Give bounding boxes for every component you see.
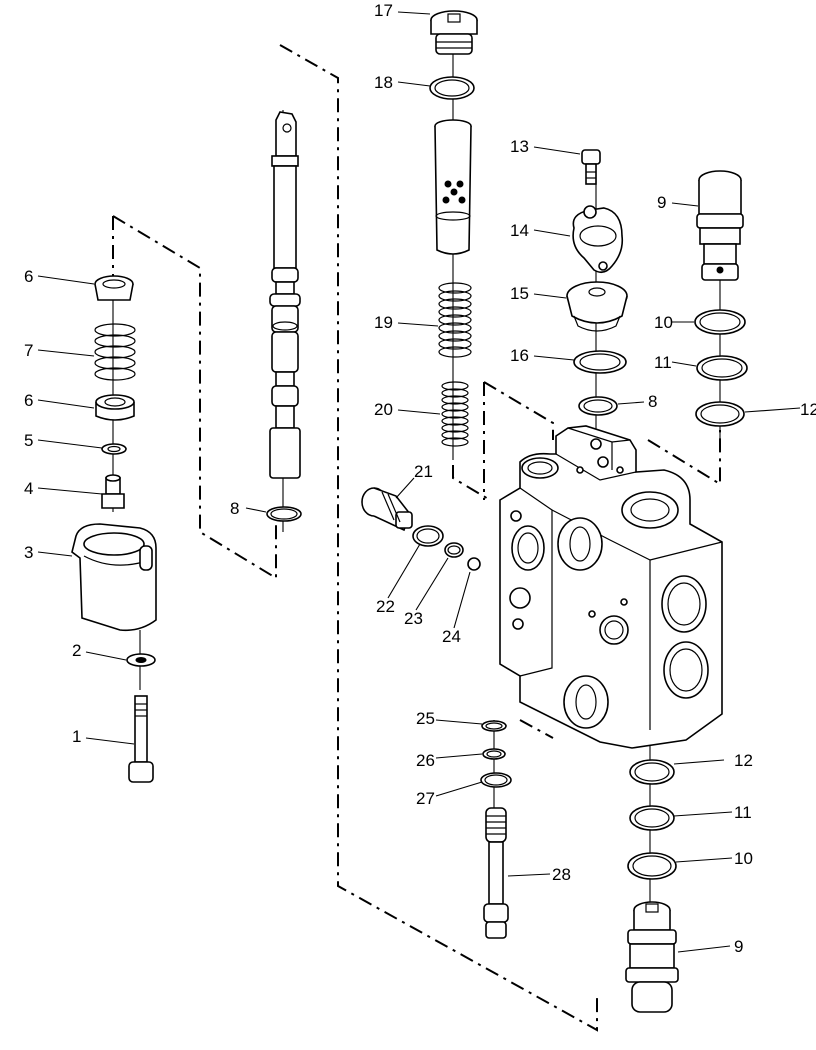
part-19-spring: [438, 282, 472, 358]
centre-sleeve: [434, 119, 472, 255]
part-8-seal-upper: [578, 396, 618, 416]
callout-24: 24: [442, 627, 461, 646]
part-16-seal: [573, 350, 627, 374]
part-23-ring: [444, 542, 464, 558]
part-12-seal-lower: [629, 759, 675, 785]
callout-23: 23: [404, 609, 423, 628]
callout-7: 7: [24, 341, 33, 360]
callout-5: 5: [24, 431, 33, 450]
callout-9-lower: 9: [734, 937, 743, 956]
spool: [269, 111, 301, 479]
part-11-seal-lower: [629, 805, 675, 831]
callout-9-upper: 9: [657, 193, 666, 212]
part-25-ring: [481, 720, 507, 732]
part-9-cartridge-lower: [625, 901, 679, 1013]
callout-2: 2: [72, 641, 81, 660]
callout-8-spool: 8: [230, 499, 239, 518]
callout-8-upper: 8: [648, 392, 657, 411]
callout-11-upper: 11: [654, 353, 672, 372]
part-5-washer: [101, 443, 127, 455]
part-8-spool-seal: [266, 506, 302, 522]
callout-6-upper: 6: [24, 267, 33, 286]
callout-27: 27: [416, 789, 435, 808]
valve-body: [499, 425, 723, 749]
part-6-upper-cup: [94, 275, 134, 301]
part-27-ring: [480, 772, 512, 788]
callout-14: 14: [510, 221, 529, 240]
part-13-screw: [581, 149, 601, 185]
part-3-housing: [71, 523, 157, 632]
part-10-seal-lower: [627, 852, 677, 880]
part-9-cartridge-upper: [696, 170, 744, 281]
part-20-spring: [441, 381, 469, 447]
callout-6-lower: 6: [24, 391, 33, 410]
callout-1: 1: [72, 727, 81, 746]
part-22-seal: [412, 525, 444, 547]
part-24-ball: [467, 557, 481, 571]
part-26-ring: [482, 748, 506, 760]
part-15-cap: [566, 281, 628, 332]
part-11-seal-upper: [696, 355, 748, 381]
callout-25: 25: [416, 709, 435, 728]
callout-3: 3: [24, 543, 33, 562]
callout-17: 17: [374, 1, 393, 20]
callout-15: 15: [510, 284, 529, 303]
callout-28: 28: [552, 865, 571, 884]
callout-20: 20: [374, 400, 393, 419]
callout-26: 26: [416, 751, 435, 770]
part-7-spring: [94, 323, 136, 381]
callout-18: 18: [374, 73, 393, 92]
part-17-plug: [430, 10, 478, 55]
callout-22: 22: [376, 597, 395, 616]
callout-4: 4: [24, 479, 33, 498]
callout-10-lower: 10: [734, 849, 753, 868]
part-6-lower-cup: [95, 394, 135, 421]
part-28-plunger: [483, 807, 509, 939]
callout-11-lower: 11: [734, 803, 752, 822]
part-2-washer: [126, 653, 156, 667]
assembly-axes: [112, 44, 721, 1032]
leader-lines: [37, 11, 801, 953]
part-14-flange: [572, 205, 624, 274]
part-21-relief-valve: [361, 487, 413, 532]
callout-13: 13: [510, 137, 529, 156]
part-18-seal: [429, 76, 475, 100]
callout-10-upper: 10: [654, 313, 673, 332]
part-4-stud: [101, 474, 125, 509]
callout-12-upper: 12: [800, 400, 816, 419]
callout-21: 21: [414, 462, 433, 481]
part-10-seal-upper: [694, 309, 746, 335]
part-12-seal-upper: [695, 401, 745, 427]
part-1-bolt: [128, 695, 154, 783]
callout-labels: 17 18 13 9 14 6 15 19 10 7 16 11 6 20 8 …: [24, 1, 816, 956]
callout-16: 16: [510, 346, 529, 365]
callout-19: 19: [374, 313, 393, 332]
callout-12-lower: 12: [734, 751, 753, 770]
